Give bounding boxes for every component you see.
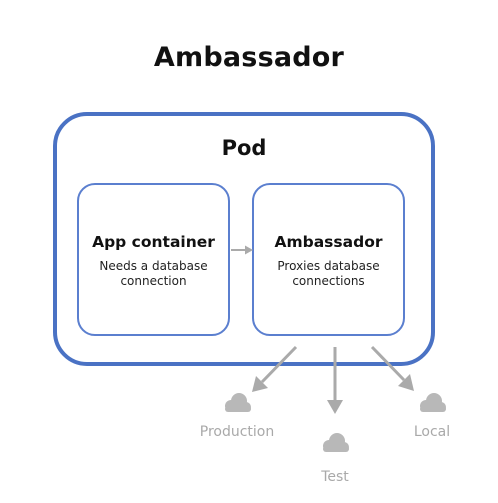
app-container-title: App container	[92, 233, 215, 251]
environment-label-local: Local	[413, 424, 451, 440]
environment-label-test: Test	[321, 469, 349, 485]
app-container-box: App container Needs a database connectio…	[77, 183, 230, 336]
diagram-title: Ambassador	[153, 42, 345, 73]
ambassador-box: Ambassador Proxies database connections	[252, 183, 405, 336]
ambassador-title: Ambassador	[274, 233, 383, 251]
cloud-icon	[225, 393, 251, 412]
app-container-description: Needs a database connection	[99, 259, 208, 288]
environment-label-production: Production	[199, 424, 275, 440]
pod-container: Pod App container Needs a database conne…	[53, 112, 435, 366]
pod-label: Pod	[221, 136, 267, 160]
cloud-icon	[420, 393, 446, 412]
ambassador-description: Proxies database connections	[277, 259, 380, 288]
cloud-icon	[323, 433, 349, 452]
